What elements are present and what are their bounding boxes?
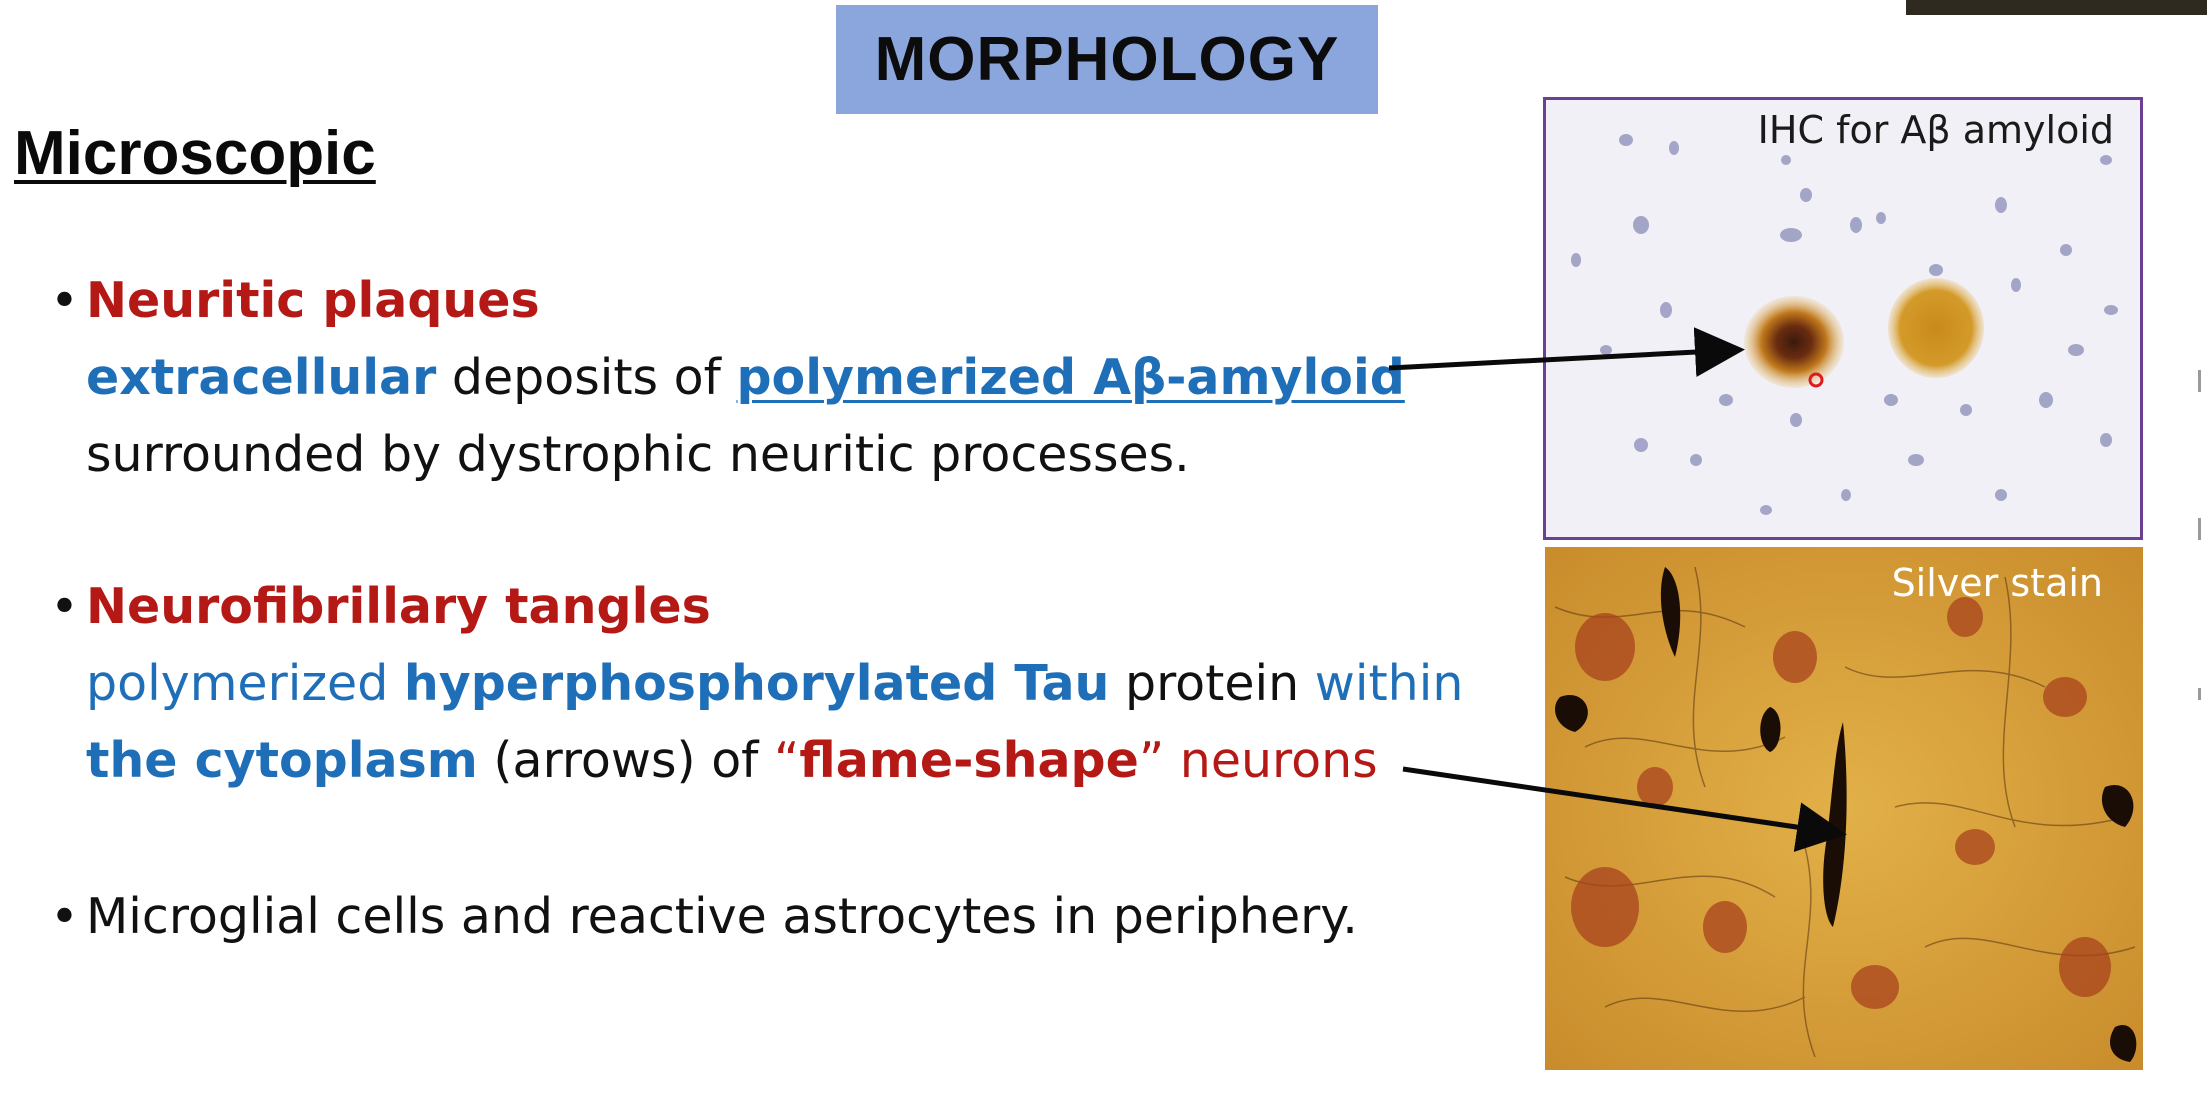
arrow-to-tangle [1402,766,1847,852]
section-subheading: Microscopic [14,119,376,188]
title-banner: MORPHOLOGY [836,5,1378,114]
top-right-corner-bar [1906,0,2207,15]
text-cytoplasm: the cytoplasm [86,732,478,789]
text-extracellular: extracellular [86,349,437,406]
arrow-to-plaque [1388,327,1745,378]
bullet-heading: Neurofibrillary tangles [86,578,711,635]
ihc-amyloid-micrograph: IHC for Aβ amyloid [1543,97,2143,540]
text-plain: deposits of [436,349,737,406]
bullet-body: Neuritic plaques extracellular deposits … [86,262,1520,493]
bullet-body: Neurofibrillary tangles polymerized hype… [86,568,1520,799]
text-plain: protein [1109,655,1315,712]
text-polymerized-amyloid: polymerized Aβ-amyloid [736,349,1405,406]
bullet-neuritic-plaques: • Neuritic plaques extracellular deposit… [50,262,1520,493]
ihc-caption: IHC for Aβ amyloid [1757,108,2114,152]
text-open-quote: “ [774,732,800,789]
bullet-dot-icon: • [50,578,79,635]
text-plain: (arrows) of [477,732,774,789]
ihc-micrograph-drawing [1546,100,2140,537]
bullet-heading: Neuritic plaques [86,272,540,329]
bullet-list: • Neuritic plaques extracellular deposit… [50,262,1520,955]
text-close-quote: ” [1138,732,1165,789]
text-neurons: neurons [1164,732,1378,789]
slide-title: MORPHOLOGY [874,25,1340,94]
edge-artifact-marks [2198,370,2201,700]
text-polymerized: polymerized [86,655,404,712]
text-hyperphosphorylated-tau: hyperphosphorylated Tau [403,655,1110,712]
bullet-glia: • Microglial cells and reactive astrocyt… [50,878,1520,955]
bullet-line: extracellular deposits of polymerized Aβ… [86,339,1520,416]
bullet-body: Microglial cells and reactive astrocytes… [86,888,1358,945]
bullet-line: the cytoplasm (arrows) of “flame-shape” … [86,722,1520,799]
bullet-line: surrounded by dystrophic neuritic proces… [86,426,1190,483]
bullet-dot-icon: • [50,888,79,945]
silver-caption: Silver stain [1891,561,2103,605]
bullet-neurofibrillary-tangles: • Neurofibrillary tangles polymerized hy… [50,568,1520,799]
text-within: within [1314,655,1464,712]
bullet-line: polymerized hyperphosphorylated Tau prot… [86,645,1520,722]
text-flame-shape: flame-shape [799,732,1139,789]
bullet-dot-icon: • [50,272,79,329]
